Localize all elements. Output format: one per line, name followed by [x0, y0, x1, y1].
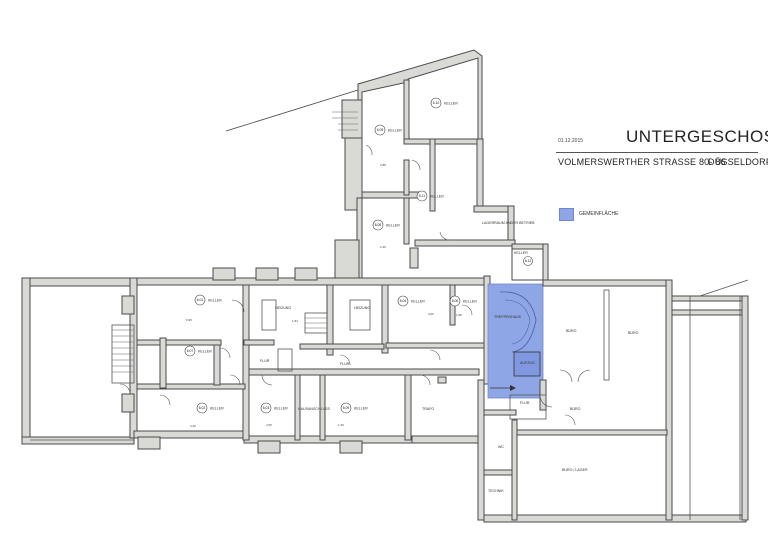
svg-text:3,05: 3,05: [428, 312, 434, 316]
svg-text:6.07: 6.07: [187, 349, 194, 353]
svg-text:6.05: 6.05: [377, 128, 384, 132]
label-archiv: BÜRO / LAGER: [562, 468, 588, 472]
room-labels: HEIZUNG HEIZUNG LAGERRAUM ANDER BETRIEB …: [260, 221, 639, 493]
svg-text:1,88: 1,88: [456, 313, 462, 317]
door-swings: [119, 144, 591, 426]
svg-text:1,84: 1,84: [292, 319, 298, 323]
light-wells: [121, 267, 447, 454]
label-aufzug: AUFZUG: [520, 361, 535, 365]
room-marker-6-09: 6.09 KELLER: [340, 402, 368, 414]
svg-text:6.09: 6.09: [343, 406, 350, 410]
svg-text:6.03: 6.03: [263, 406, 270, 410]
svg-text:6.10: 6.10: [433, 101, 440, 105]
room-marker-6-12: KELLER 6.12: [514, 251, 533, 266]
room-marker-6-03: 6.03 KELLER: [260, 402, 288, 414]
interior-stair: [277, 312, 328, 372]
room-marker-6-06: 6.06 KELLER: [449, 295, 477, 307]
svg-text:1,30: 1,30: [338, 423, 344, 427]
svg-text:KELLER: KELLER: [208, 299, 222, 303]
north-wing: [332, 49, 549, 285]
svg-text:6.08: 6.08: [375, 223, 382, 227]
main-body: [129, 275, 747, 523]
label-lagerraum: LAGERRAUM ANDER BETRIEB: [482, 221, 535, 225]
common-area: [487, 283, 544, 399]
room-marker-6-11: 6.11 KELLER: [416, 190, 444, 202]
svg-text:KELLER: KELLER: [411, 300, 425, 304]
east-hall: [483, 279, 749, 521]
label-trafo: TRAFO: [422, 407, 434, 411]
label-heizung-2: HEIZUNG: [354, 306, 370, 310]
svg-text:6,95: 6,95: [186, 318, 192, 322]
svg-text:6.12: 6.12: [525, 259, 532, 263]
svg-text:6.11: 6.11: [419, 194, 425, 198]
legend-swatch: [559, 208, 574, 221]
label-buero-2: BÜRO: [628, 331, 639, 335]
label-buero-3: BÜRO: [570, 407, 581, 411]
svg-text:2,40: 2,40: [380, 245, 386, 249]
left-stair: [111, 324, 135, 384]
svg-text:KELLER: KELLER: [430, 195, 444, 199]
svg-text:6.01: 6.01: [197, 298, 204, 302]
label-flur-3: FLUR: [520, 401, 530, 405]
label-flur-1: FLUR: [340, 362, 350, 366]
room-marker-6-04: 6.04 KELLER: [397, 295, 425, 307]
room-marker-6-01: 6.01 KELLER: [194, 294, 222, 306]
svg-text:KELLER: KELLER: [210, 407, 224, 411]
drawing-city: DÜSSELDORF: [708, 157, 768, 167]
label-hausanschluss: HAUSANSCHLUSS: [298, 407, 331, 411]
svg-text:3,40: 3,40: [190, 424, 196, 428]
label-heizung: HEIZUNG: [275, 306, 291, 310]
left-courtyard: [21, 277, 135, 445]
room-marker-6-07: 6.07 KELLER: [184, 345, 212, 357]
area-figures: 6,95 3,40 4,55 3,05 2,88 1,88 1,30 2,40 …: [186, 163, 462, 428]
svg-text:6.02: 6.02: [199, 406, 206, 410]
svg-text:4,55: 4,55: [266, 423, 272, 427]
legend-label: GEMEINFLÄCHE: [579, 211, 619, 217]
site-boundary-line: [225, 89, 359, 132]
drawing-title: UNTERGESCHOSS: [626, 127, 768, 146]
room-marker-6-08: 6.08 KELLER: [372, 219, 400, 231]
label-wc: WC: [498, 445, 504, 449]
drawing-address: VOLMERSWERTHER STRASSE 80- 86: [558, 157, 726, 167]
svg-text:6.06: 6.06: [452, 299, 459, 303]
svg-text:2,88: 2,88: [380, 163, 386, 167]
label-buero: BÜRO: [566, 329, 577, 333]
drawing-date: 01.12.2015: [558, 138, 584, 144]
svg-text:KELLER: KELLER: [354, 407, 368, 411]
svg-text:KELLER: KELLER: [386, 224, 400, 228]
label-flur-2: FLUR: [260, 359, 270, 363]
room-marker-6-05: 6.05 KELLER: [374, 124, 402, 136]
label-technik: TECHNIK: [488, 489, 504, 493]
label-treppenhaus: TREPPENHAUS: [494, 315, 522, 319]
svg-text:KELLER: KELLER: [198, 350, 212, 354]
room-marker-6-02: 6.02 KELLER: [196, 402, 224, 414]
svg-text:KELLER: KELLER: [274, 407, 288, 411]
svg-text:KELLER: KELLER: [444, 102, 458, 106]
svg-text:6.04: 6.04: [400, 299, 407, 303]
room-marker-6-10: 6.10 KELLER: [430, 97, 458, 109]
svg-text:KELLER: KELLER: [463, 300, 477, 304]
title-rule: [556, 152, 758, 153]
svg-text:KELLER: KELLER: [514, 251, 528, 255]
svg-text:KELLER: KELLER: [388, 129, 402, 133]
